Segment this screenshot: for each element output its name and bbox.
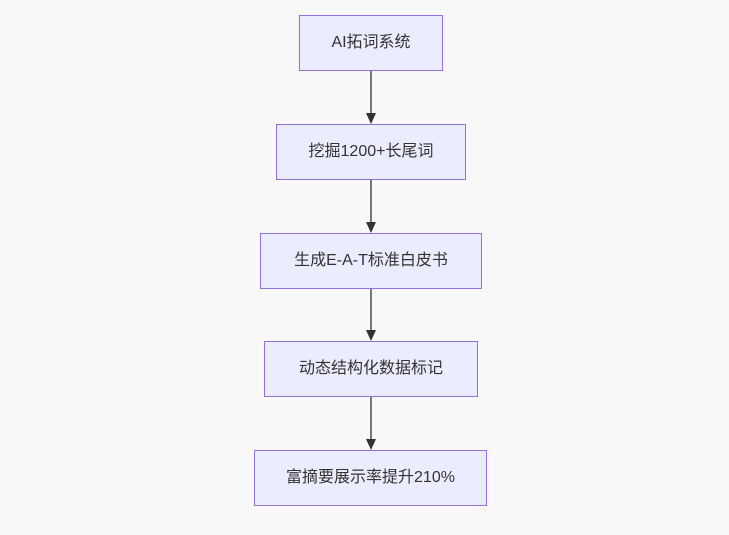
node-label: 生成E-A-T标准白皮书	[294, 252, 448, 269]
node-rich-snippet-rate-increase: 富摘要展示率提升210%	[254, 450, 487, 506]
node-mine-longtail-keywords: 挖掘1200+长尾词	[276, 124, 466, 180]
arrow-line	[370, 397, 372, 441]
node-generate-eat-whitepaper: 生成E-A-T标准白皮书	[260, 233, 482, 289]
arrow-head-icon	[366, 439, 376, 450]
edge-arrow-2	[366, 180, 376, 233]
arrow-line	[370, 289, 372, 332]
arrow-head-icon	[366, 113, 376, 124]
arrow-head-icon	[366, 330, 376, 341]
edge-arrow-3	[366, 289, 376, 341]
edge-arrow-4	[366, 397, 376, 450]
node-label: 挖掘1200+长尾词	[308, 143, 434, 160]
node-label: 富摘要展示率提升210%	[286, 469, 455, 486]
node-dynamic-structured-data-markup: 动态结构化数据标记	[264, 341, 478, 397]
arrow-line	[370, 180, 372, 224]
arrow-line	[370, 71, 372, 115]
arrow-head-icon	[366, 222, 376, 233]
node-label: AI拓词系统	[331, 34, 411, 51]
node-ai-word-expansion-system: AI拓词系统	[299, 15, 443, 71]
edge-arrow-1	[366, 71, 376, 124]
node-label: 动态结构化数据标记	[298, 360, 443, 377]
